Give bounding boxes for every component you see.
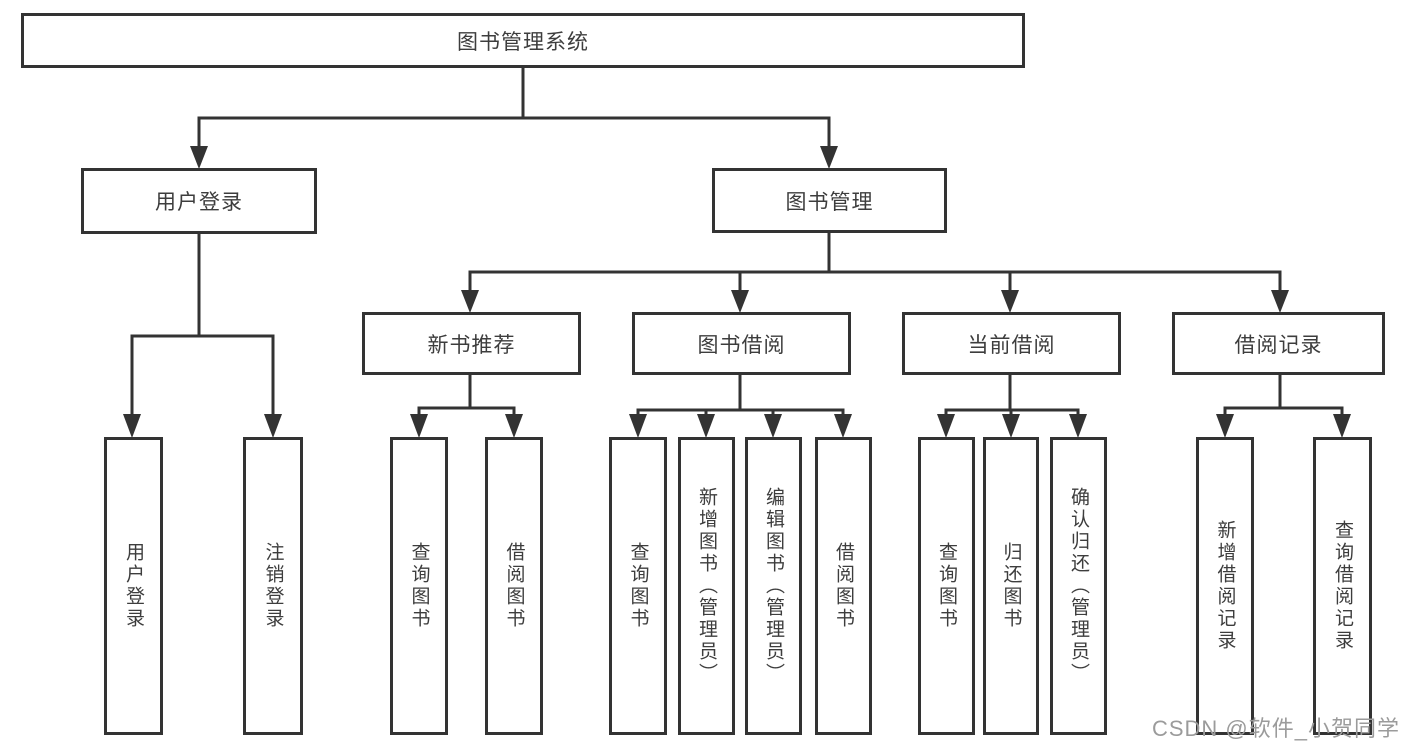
leaf-edit-book-admin: 编辑图书（管理员） [745, 437, 802, 735]
leaf-borrow-books-1: 借阅图书 [485, 437, 543, 735]
leaf-confirm-return-admin-label: 确认归还（管理员） [1068, 487, 1089, 685]
leaf-query-books-3: 查询图书 [918, 437, 975, 735]
leaf-borrow-books-2-label: 借阅图书 [833, 542, 854, 630]
leaf-query-borrow-record: 查询借阅记录 [1313, 437, 1372, 735]
leaf-logout: 注销登录 [243, 437, 303, 735]
node-book-management: 图书管理 [712, 168, 947, 233]
leaf-add-book-admin: 新增图书（管理员） [678, 437, 735, 735]
leaf-add-book-admin-label: 新增图书（管理员） [696, 487, 717, 685]
leaf-add-borrow-record: 新增借阅记录 [1196, 437, 1254, 735]
node-new-book-recommend-label: 新书推荐 [427, 333, 516, 357]
connector-bookborrow-to-leaves [629, 375, 852, 438]
connector-bookmgmt-to-level3 [461, 233, 1289, 313]
leaf-query-books-2-label: 查询图书 [627, 542, 649, 630]
connector-currentborrow-to-leaves [937, 375, 1087, 438]
leaf-user-login-label: 用户登录 [123, 542, 144, 630]
leaf-confirm-return-admin: 确认归还（管理员） [1050, 437, 1107, 735]
node-root-label: 图书管理系统 [457, 30, 589, 54]
node-root: 图书管理系统 [21, 13, 1025, 68]
leaf-query-books-1: 查询图书 [390, 437, 448, 735]
leaf-edit-book-admin-label: 编辑图书（管理员） [763, 487, 784, 685]
connector-newbooks-to-leaves [410, 375, 523, 438]
connector-root-to-level2 [190, 68, 838, 169]
node-current-borrow: 当前借阅 [902, 312, 1121, 375]
node-borrow-records-label: 借阅记录 [1234, 333, 1323, 357]
leaf-logout-label: 注销登录 [262, 542, 284, 630]
connector-records-to-leaves [1216, 375, 1351, 438]
node-new-book-recommend: 新书推荐 [362, 312, 581, 375]
node-book-borrow-label: 图书借阅 [697, 333, 786, 357]
leaf-add-borrow-record-label: 新增借阅记录 [1214, 520, 1236, 652]
leaf-query-books-2: 查询图书 [609, 437, 667, 735]
node-user-login-label: 用户登录 [155, 191, 243, 214]
node-book-borrow: 图书借阅 [632, 312, 851, 375]
node-borrow-records: 借阅记录 [1172, 312, 1385, 375]
leaf-query-books-1-label: 查询图书 [408, 542, 430, 630]
leaf-return-book: 归还图书 [983, 437, 1039, 735]
leaf-return-book-label: 归还图书 [1000, 542, 1022, 630]
leaf-query-books-3-label: 查询图书 [936, 542, 957, 630]
node-current-borrow-label: 当前借阅 [967, 333, 1056, 357]
leaf-query-borrow-record-label: 查询借阅记录 [1332, 520, 1353, 652]
node-user-login: 用户登录 [81, 168, 317, 234]
connector-userlogin-to-leaves [123, 234, 282, 438]
leaf-user-login: 用户登录 [104, 437, 163, 735]
node-book-management-label: 图书管理 [785, 190, 874, 214]
watermark-text: CSDN @软件_小贺同学 [1151, 716, 1400, 741]
leaf-borrow-books-2: 借阅图书 [815, 437, 872, 735]
leaf-borrow-books-1-label: 借阅图书 [503, 542, 525, 630]
